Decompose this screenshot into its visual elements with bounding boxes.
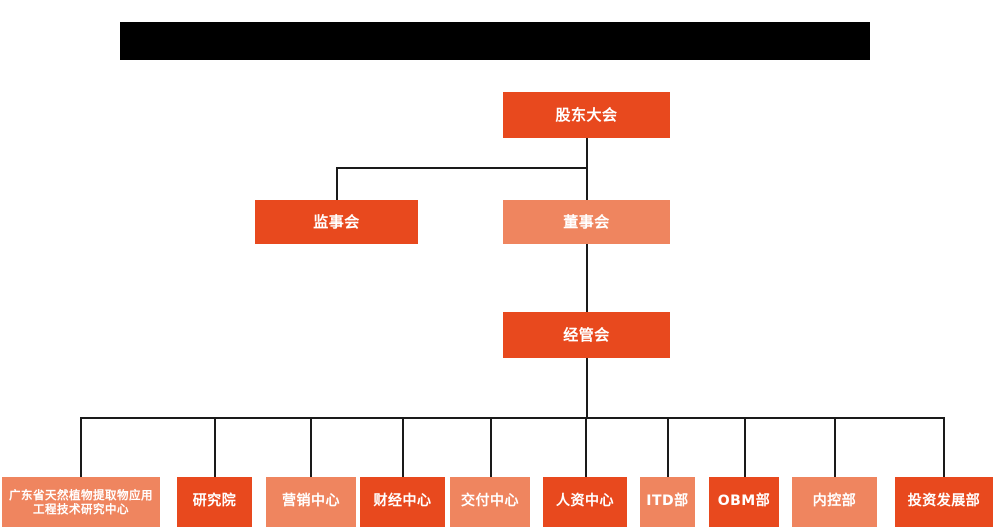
title-banner-redacted bbox=[120, 22, 870, 60]
org-node-label: 股东大会 bbox=[555, 105, 618, 124]
org-node-delivery-center[interactable]: 交付中心 bbox=[450, 477, 530, 527]
org-node-obm-department[interactable]: OBM部 bbox=[709, 477, 779, 527]
org-node-label: 投资发展部 bbox=[907, 493, 981, 510]
connector-d7 bbox=[667, 417, 669, 477]
org-node-label: 董事会 bbox=[563, 212, 610, 231]
connector-c6 bbox=[586, 358, 588, 417]
org-node-label: 交付中心 bbox=[461, 493, 519, 510]
connector-d4 bbox=[402, 417, 404, 477]
org-node-shareholders[interactable]: 股东大会 bbox=[503, 92, 670, 138]
org-node-supervisors[interactable]: 监事会 bbox=[255, 200, 418, 244]
connector-c2 bbox=[336, 167, 587, 169]
org-node-internal-control[interactable]: 内控部 bbox=[792, 477, 877, 527]
org-node-label: 研究院 bbox=[192, 493, 237, 510]
org-node-hr-center[interactable]: 人资中心 bbox=[543, 477, 627, 527]
org-node-investment-dev[interactable]: 投资发展部 bbox=[895, 477, 993, 527]
org-node-research-institute[interactable]: 研究院 bbox=[177, 477, 252, 527]
connector-d3 bbox=[310, 417, 312, 477]
org-node-label: 内控部 bbox=[812, 493, 857, 510]
org-node-marketing-center[interactable]: 营销中心 bbox=[266, 477, 356, 527]
org-node-itd-department[interactable]: ITD部 bbox=[640, 477, 695, 527]
connector-d9 bbox=[834, 417, 836, 477]
org-node-label: 营销中心 bbox=[282, 493, 340, 510]
org-node-label: ITD部 bbox=[646, 493, 689, 510]
org-node-guangdong-center[interactable]: 广东省天然植物提取物应用工程技术研究中心 bbox=[2, 477, 160, 527]
org-node-label: 广东省天然植物提取物应用工程技术研究中心 bbox=[9, 487, 153, 516]
org-node-label: 经管会 bbox=[563, 325, 610, 344]
org-node-finance-center[interactable]: 财经中心 bbox=[360, 477, 445, 527]
connector-d2 bbox=[214, 417, 216, 477]
connector-c5 bbox=[586, 244, 588, 312]
connector-d1 bbox=[80, 417, 82, 477]
connector-c3 bbox=[336, 167, 338, 200]
connector-d8 bbox=[744, 417, 746, 477]
org-node-label: 人资中心 bbox=[556, 493, 614, 510]
connector-d5 bbox=[490, 417, 492, 477]
org-node-directors[interactable]: 董事会 bbox=[503, 200, 670, 244]
connector-c7 bbox=[80, 417, 944, 419]
connector-d6 bbox=[585, 417, 587, 477]
org-node-management[interactable]: 经管会 bbox=[503, 312, 670, 358]
org-node-label: OBM部 bbox=[717, 493, 771, 510]
connector-c4 bbox=[586, 167, 588, 200]
org-node-label: 监事会 bbox=[313, 212, 360, 231]
org-node-label: 财经中心 bbox=[373, 493, 432, 510]
connector-d10 bbox=[943, 417, 945, 477]
